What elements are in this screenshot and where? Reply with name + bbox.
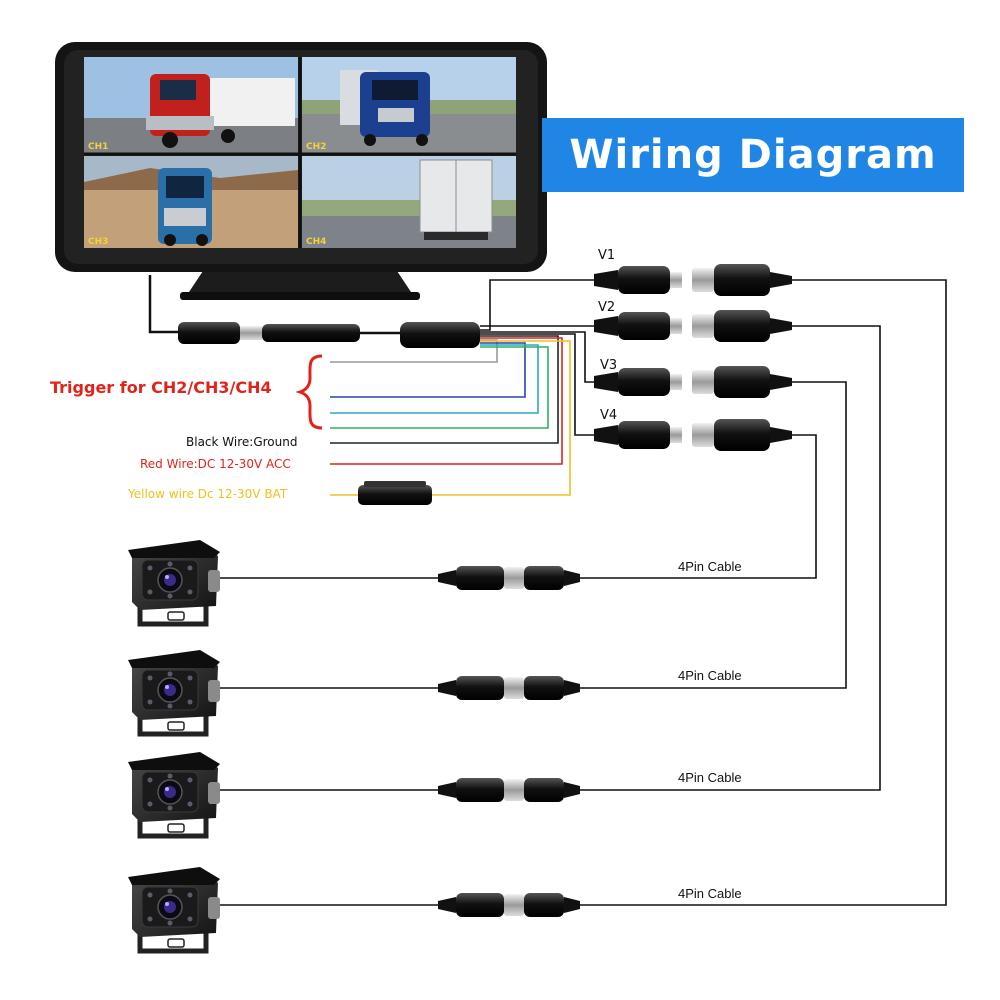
route-v3-cam2 (580, 381, 847, 689)
camera-4-connector (438, 893, 580, 917)
harness-connector-female (178, 322, 240, 344)
v3-label: V3 (600, 358, 618, 373)
v1-label: V1 (598, 248, 616, 263)
bat-wire-yellow (432, 340, 571, 496)
monitor: CH3 CH4 CH1 CH2 (55, 42, 547, 300)
camera-2 (128, 650, 580, 737)
camera-3-connector (438, 778, 580, 802)
route-v2-cam3 (580, 325, 881, 791)
black-wire-label: Black Wire:Ground (186, 435, 298, 449)
trigger-label: Trigger for CH2/CH3/CH4 (50, 378, 272, 397)
connector-v3 (594, 366, 792, 398)
camera-4 (128, 867, 580, 954)
routing-lines (580, 279, 947, 906)
camera-1-connector (438, 566, 580, 590)
route-v4-cam1 (580, 434, 817, 579)
v4-label: V4 (600, 408, 618, 423)
trigger-wire-blue (330, 342, 526, 398)
cable-label-3: 4Pin Cable (678, 770, 742, 785)
ch1-screen-tag: CH1 (88, 142, 108, 152)
cable-label-1: 4Pin Cable (678, 559, 742, 574)
ch3-screen-tag: CH3 (88, 237, 108, 247)
trigger-wire-cyan (330, 344, 539, 414)
camera-1 (128, 540, 580, 627)
power-trigger-wires (330, 335, 571, 496)
screen-quadrant-ch2 (302, 57, 516, 153)
trigger-wire-gray (330, 339, 498, 363)
cable-label-4: 4Pin Cable (678, 886, 742, 901)
camera-2-connector (438, 676, 580, 700)
connector-v1 (594, 264, 792, 296)
screen-quadrant-ch1 (84, 57, 298, 153)
monitor-stand (185, 268, 415, 298)
harness-connector-male (262, 324, 360, 342)
trigger-wire-green (330, 346, 549, 429)
ground-wire-black (330, 335, 559, 444)
harness-splitter (400, 322, 480, 348)
connector-v4 (594, 419, 792, 451)
route-v1-cam4 (580, 279, 947, 906)
acc-wire-red (330, 337, 563, 465)
monitor-screen: CH3 CH4 CH1 CH2 (84, 57, 516, 248)
cable-label-2: 4Pin Cable (678, 668, 742, 683)
monitor-stand-base (180, 292, 420, 300)
fuse-holder (358, 481, 432, 505)
title-banner (542, 118, 964, 192)
connector-v2 (594, 310, 792, 342)
red-wire-label: Red Wire:DC 12-30V ACC (140, 457, 291, 471)
screen-quadrant-ch3 (84, 156, 298, 248)
video-connectors (594, 264, 792, 451)
main-harness (148, 275, 480, 348)
v2-label: V2 (598, 300, 616, 315)
trigger-brace (295, 354, 323, 430)
cameras (128, 540, 580, 954)
diagram-title: Wiring Diagram (569, 132, 937, 178)
yellow-wire-label: Yellow wire Dc 12-30V BAT (128, 487, 288, 501)
video-branches (480, 279, 594, 436)
ch4-screen-tag: CH4 (306, 237, 326, 247)
camera-3 (128, 752, 580, 839)
ch2-screen-tag: CH2 (306, 142, 326, 152)
screen-quadrant-ch4 (302, 156, 516, 248)
